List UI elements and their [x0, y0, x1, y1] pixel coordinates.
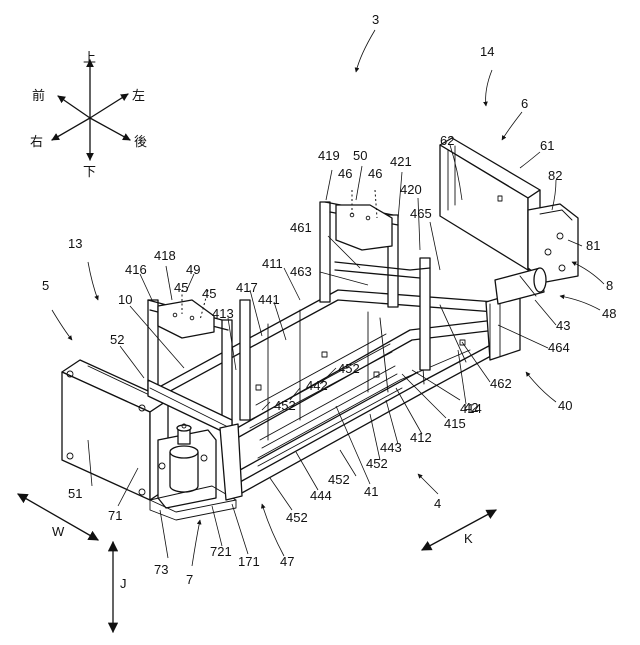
compass-left-label: 左	[132, 88, 145, 103]
ref-label-465: 465	[410, 206, 432, 221]
ref-label-421: 421	[390, 154, 412, 169]
compass-up-label: 上	[83, 50, 96, 65]
ref-label-442: 442	[306, 378, 328, 393]
frame-structure	[62, 138, 578, 520]
ref-label-411: 411	[262, 256, 283, 271]
ref-label-43: 43	[556, 318, 570, 333]
ref-label-46b: 46	[368, 166, 382, 181]
ref-label-417: 417	[236, 280, 258, 295]
ref-label-52: 52	[110, 332, 124, 347]
ref-label-46a: 46	[338, 166, 352, 181]
ref-label-47: 47	[280, 554, 294, 569]
ref-label-6: 6	[521, 96, 528, 111]
ref-label-40: 40	[558, 398, 572, 413]
axis-k-label: K	[464, 531, 473, 546]
ref-label-62: 62	[440, 133, 454, 148]
ref-label-463: 463	[290, 264, 312, 279]
ref-label-419: 419	[318, 148, 340, 163]
ref-label-73: 73	[154, 562, 168, 577]
compass-down-label: 下	[83, 164, 96, 179]
ref-label-71: 71	[108, 508, 122, 523]
ref-label-10: 10	[118, 292, 132, 307]
ref-label-416: 416	[125, 262, 147, 277]
ref-label-444: 444	[310, 488, 332, 503]
ref-label-443: 443	[380, 440, 402, 455]
ref-label-414: 414	[460, 401, 482, 416]
ref-label-13: 13	[68, 236, 82, 251]
ref-label-48: 48	[602, 306, 616, 321]
ref-label-413: 413	[212, 306, 234, 321]
ref-label-61: 61	[540, 138, 554, 153]
ref-label-418: 418	[154, 248, 176, 263]
ref-label-51: 51	[68, 486, 82, 501]
ref-label-415: 415	[444, 416, 466, 431]
ref-label-452a: 452	[338, 361, 360, 376]
ref-label-412: 412	[410, 430, 432, 445]
ref-label-171: 171	[238, 554, 260, 569]
direction-compass: 上 下 前 左 右 後	[30, 50, 147, 179]
ref-label-441: 441	[258, 292, 280, 307]
ref-label-461: 461	[290, 220, 312, 235]
ref-label-464: 464	[548, 340, 570, 355]
axis-w-label: W	[52, 524, 65, 539]
compass-right-label: 右	[30, 134, 43, 149]
ref-label-45b: 45	[202, 286, 216, 301]
ref-label-462: 462	[490, 376, 512, 391]
ref-label-452d: 452	[328, 472, 350, 487]
ref-label-452b: 452	[274, 398, 296, 413]
ref-label-721: 721	[210, 544, 232, 559]
ref-label-45a: 45	[174, 280, 188, 295]
ref-label-3: 3	[372, 12, 379, 27]
ref-label-420: 420	[400, 182, 422, 197]
ref-label-4: 4	[434, 496, 441, 511]
ref-label-452e: 452	[286, 510, 308, 525]
ref-label-7: 7	[186, 572, 193, 587]
ref-label-81: 81	[586, 238, 600, 253]
ref-label-50: 50	[353, 148, 367, 163]
ref-label-41: 41	[364, 484, 378, 499]
axis-j-label: J	[120, 576, 127, 591]
compass-front-label: 前	[32, 88, 45, 103]
ref-label-452c: 452	[366, 456, 388, 471]
compass-rear-label: 後	[134, 134, 147, 149]
ref-label-14: 14	[480, 44, 494, 59]
ref-label-82: 82	[548, 168, 562, 183]
ref-label-8: 8	[606, 278, 613, 293]
ref-label-49: 49	[186, 262, 200, 277]
ref-label-5: 5	[42, 278, 49, 293]
